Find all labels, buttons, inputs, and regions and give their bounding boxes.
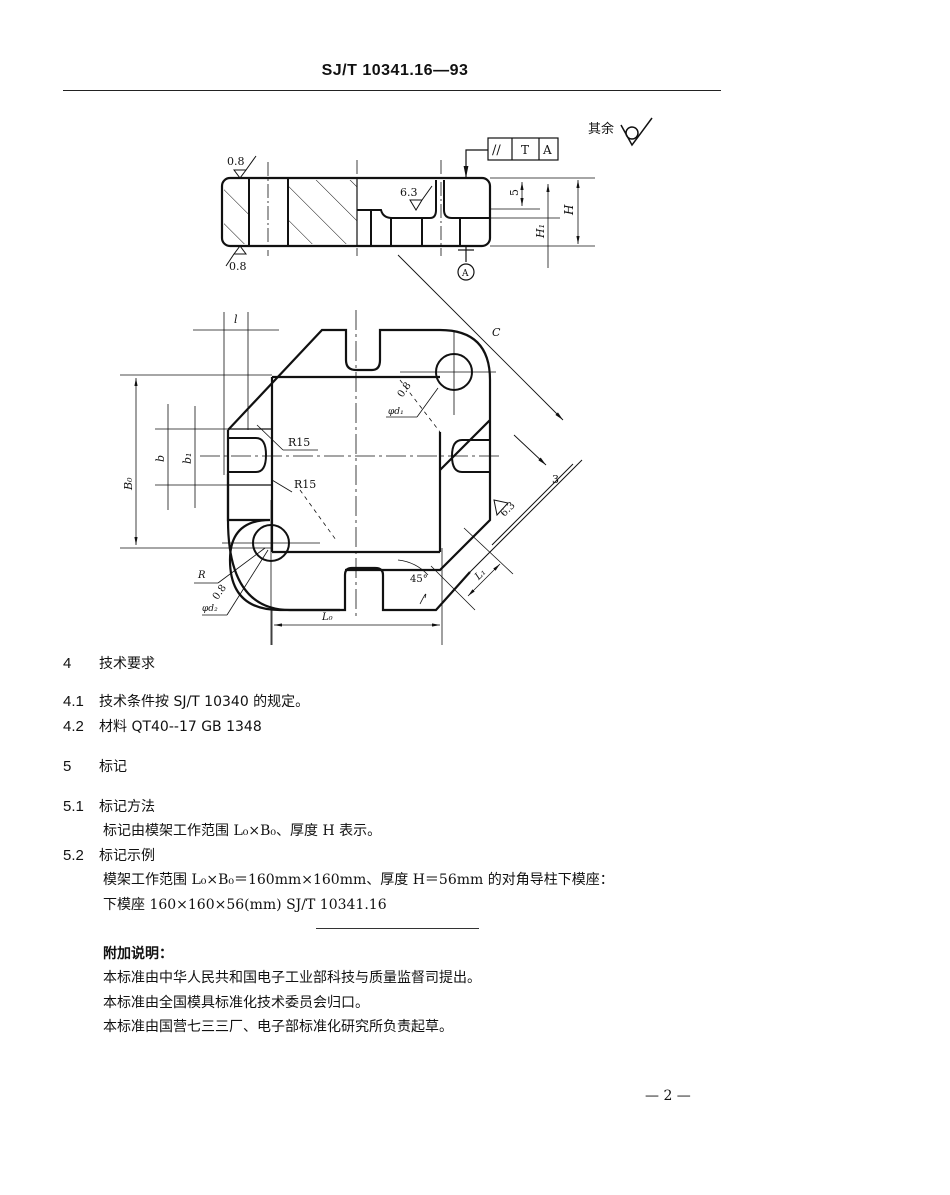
radius-r15-lower: R15	[294, 478, 316, 491]
notes-line: 本标准由中华人民共和国电子工业部科技与质量监督司提出。	[103, 970, 481, 986]
plan-view: C 3 B₀ b b₁ l R15 R15 φd₁ 0.8 6.3	[120, 254, 583, 645]
datum-label: A	[461, 269, 469, 279]
technical-drawing: 其余 // T A 5 H₁	[120, 117, 653, 645]
dia-d1: φd₁	[388, 407, 404, 417]
dim-H1: H₁	[534, 224, 547, 239]
svg-text:A: A	[542, 143, 552, 157]
dim-L1: L₁	[472, 567, 488, 583]
svg-text:0.8: 0.8	[227, 155, 245, 168]
dia-d2: φd₂	[202, 604, 218, 614]
svg-text:6.3: 6.3	[400, 186, 418, 199]
svg-text://: //	[492, 143, 501, 158]
document-number: SJ/T 10341.16—93	[321, 62, 469, 79]
section-5-2-example: 下模座 160×160×56(mm) SJ/T 10341.16	[103, 897, 387, 913]
svg-text:0.8: 0.8	[396, 380, 414, 399]
header-divider	[63, 90, 721, 91]
svg-text:0.8: 0.8	[229, 260, 247, 273]
radius-r15-upper: R15	[288, 436, 310, 449]
svg-text:0.8: 0.8	[211, 583, 229, 602]
section-view: 5 H₁ H 0.8 0.8 6.3 A	[220, 155, 595, 281]
notes-separator	[316, 928, 479, 929]
notes-title: 附加说明：	[103, 946, 173, 962]
radius-R: R	[197, 570, 206, 581]
section-5-1-body: 标记由模架工作范围 L₀×B₀、厚度 H 表示。	[103, 823, 382, 839]
dim-b1: b₁	[181, 453, 194, 464]
dim-3: 3	[552, 473, 559, 486]
angle-45: 45°	[410, 574, 428, 585]
section-5-2-body: 模架工作范围 L₀×B₀＝160mm×160mm、厚度 H＝56mm 的对角导柱…	[103, 872, 614, 888]
dim-C: C	[492, 326, 501, 339]
dim-L0: L₀	[321, 612, 333, 623]
notes-line: 本标准由国营七三三厂、电子部标准化研究所负责起草。	[103, 1019, 453, 1035]
dim-l: l	[234, 313, 238, 326]
dim-B0: B₀	[122, 477, 135, 491]
dim-b: b	[154, 455, 167, 462]
roughness-remaining-symbol: 其余	[588, 117, 653, 147]
tolerance-frame: // T A	[463, 137, 559, 178]
svg-text:T: T	[521, 143, 529, 157]
remaining-surface-label: 其余	[588, 121, 614, 137]
page-number: — 2 —	[645, 1088, 691, 1104]
dim-H: H	[562, 204, 576, 216]
notes-line: 本标准由全国模具标准化技术委员会归口。	[103, 995, 369, 1011]
dim-5: 5	[508, 189, 521, 196]
